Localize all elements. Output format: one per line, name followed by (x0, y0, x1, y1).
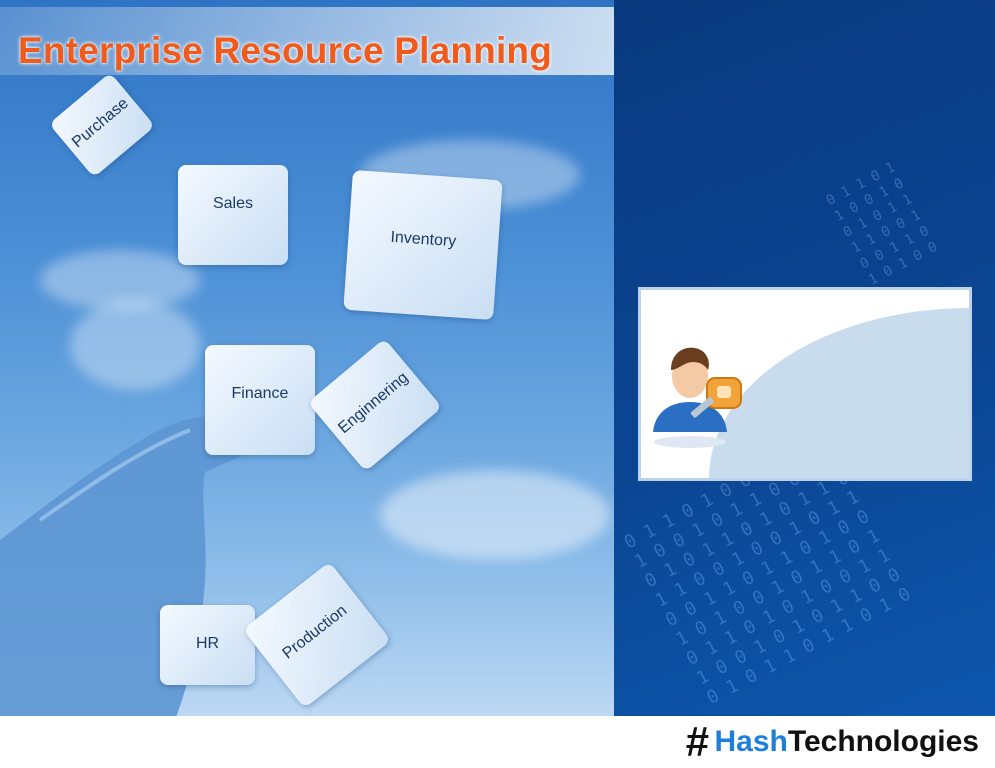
puzzle-piece-finance: Finance (205, 345, 315, 455)
user-key-icon (653, 347, 742, 448)
piece-label-hr: HR (195, 635, 220, 652)
cloud-shape (70, 300, 200, 390)
puzzle-piece-purchase: Purchase (48, 72, 156, 178)
puzzle-photo-panel: Purchase Sales Inventory Finance Enginne… (0, 0, 614, 716)
puzzle-piece-engineering: Enginnering (307, 338, 443, 472)
puzzle-piece-hr: HR (160, 605, 255, 685)
logo-word-technologies: Technologies (787, 725, 979, 758)
binary-pattern: 0 1 1 0 1 1 0 0 1 0 0 1 0 1 1 1 1 0 0 1 … (823, 159, 941, 289)
puzzle-piece-inventory: Inventory (343, 169, 503, 321)
piece-label-production: Production (279, 601, 351, 663)
piece-label-purchase: Purchase (69, 94, 132, 152)
piece-label-finance: Finance (231, 385, 289, 402)
piece-label-engineering: Enginnering (335, 369, 412, 438)
page-title: Enterprise Resource Planning (18, 30, 553, 71)
title-band (0, 7, 614, 75)
logo-word-hash: Hash (714, 725, 788, 758)
piece-label-sales: Sales (212, 195, 254, 212)
puzzle-piece-sales: Sales (178, 165, 288, 265)
content-card (638, 287, 972, 481)
cloud-shape (40, 250, 200, 310)
company-logo: # HashTechnologies (685, 721, 979, 763)
piece-label-inventory: Inventory (389, 228, 457, 251)
cloud-shape (380, 470, 610, 560)
hash-logo-icon: # (685, 718, 709, 765)
footer-bar: # HashTechnologies (0, 716, 995, 768)
